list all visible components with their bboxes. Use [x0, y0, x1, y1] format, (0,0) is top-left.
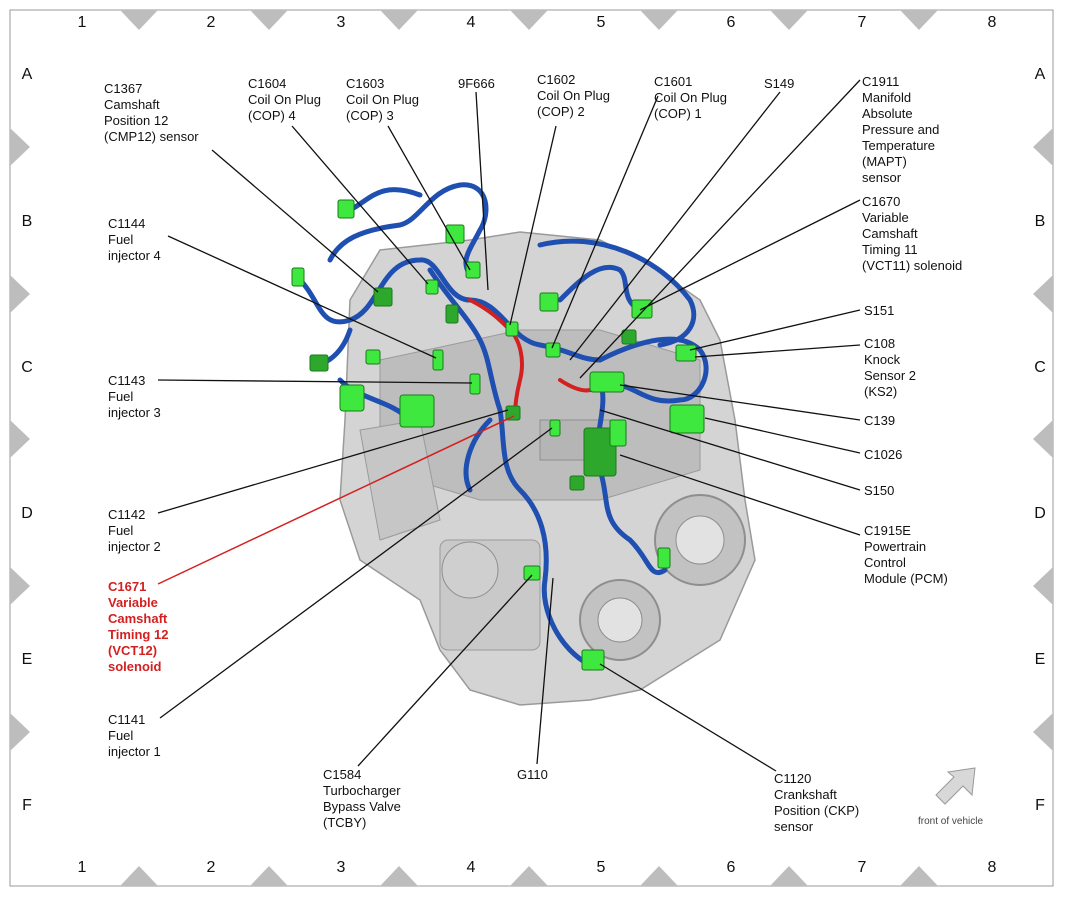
wiring-harness	[297, 182, 709, 668]
grid-row-f-right: F	[1035, 797, 1045, 814]
grid-col-2-top: 2	[206, 14, 216, 31]
left-grid-markers	[10, 128, 30, 751]
label-c139: C139	[864, 413, 896, 428]
grid-row-c-left: C	[21, 359, 33, 376]
grid-col-8-top: 8	[987, 14, 997, 31]
grid-row-c-right: C	[1034, 359, 1046, 376]
label-c1143: C1143 Fuel injector 3	[108, 373, 161, 420]
label-c1602: C1602 Coil On Plug (COP) 2	[537, 72, 610, 119]
grid-col-4-top: 4	[466, 14, 476, 31]
label-g110: G110	[517, 767, 548, 782]
label-c108: C108 Knock Sensor 2 (KS2)	[864, 336, 917, 399]
grid-row-a-left: A	[21, 66, 33, 83]
label-s151: S151	[864, 303, 895, 318]
front-of-vehicle-label: front of vehicle	[918, 816, 984, 827]
label-c1670: C1670 Variable Camshaft Timing 11 (VCT11…	[862, 194, 963, 273]
label-c1142: C1142 Fuel injector 2	[108, 507, 161, 554]
connectors	[291, 199, 705, 671]
label-c1603: C1603 Coil On Plug (COP) 3	[346, 76, 419, 123]
label-c1671: C1671 Variable Camshaft Timing 12 (VCT12…	[108, 579, 169, 674]
top-grid-markers	[120, 10, 938, 30]
label-c1584: C1584 Turbocharger Bypass Valve (TCBY)	[323, 767, 401, 830]
grid-col-3-top: 3	[336, 14, 346, 31]
grid-col-6-bottom: 6	[726, 859, 736, 876]
grid-row-a-right: A	[1034, 66, 1046, 83]
grid-col-7-top: 7	[857, 14, 867, 31]
grid-col-2-bottom: 2	[206, 859, 216, 876]
label-c1911: C1911 Manifold Absolute Pressure and Tem…	[862, 74, 940, 185]
grid-row-f-left: F	[22, 797, 32, 814]
grid-row-b-left: B	[21, 213, 33, 230]
label-c1144: C1144 Fuel injector 4	[108, 216, 161, 263]
label-c1604: C1604 Coil On Plug (COP) 4	[248, 76, 321, 123]
right-grid-markers	[1033, 128, 1053, 751]
label-c1141: C1141 Fuel injector 1	[108, 712, 161, 759]
grid-col-5-bottom: 5	[596, 859, 606, 876]
bottom-grid-markers	[120, 866, 938, 886]
grid-col-4-bottom: 4	[466, 859, 476, 876]
vct12-leader-line	[157, 415, 515, 585]
label-s150: S150	[864, 483, 895, 498]
grid-col-8-bottom: 8	[987, 859, 997, 876]
grid-col-5-top: 5	[596, 14, 606, 31]
leader-lines	[157, 79, 861, 772]
label-c1367: C1367 Camshaft Position 12 (CMP12) senso…	[104, 81, 199, 144]
grid-col-6-top: 6	[726, 14, 736, 31]
grid-col-1-bottom: 1	[77, 859, 87, 876]
grid-col-7-bottom: 7	[857, 859, 867, 876]
grid-row-d-left: D	[21, 505, 33, 522]
grid-row-e-left: E	[21, 651, 33, 668]
grid-row-d-right: D	[1034, 505, 1046, 522]
grid-row-e-right: E	[1034, 651, 1046, 668]
grid-col-3-bottom: 3	[336, 859, 346, 876]
label-c1120: C1120 Crankshaft Position (CKP) sensor	[774, 771, 860, 834]
front-of-vehicle-arrow	[935, 767, 976, 805]
label-c1915e: C1915E Powertrain Control Module (PCM)	[864, 523, 948, 586]
grid-row-b-right: B	[1034, 213, 1046, 230]
label-c1026: C1026	[864, 447, 903, 462]
grid-col-1-top: 1	[77, 14, 87, 31]
label-9f666: 9F666	[458, 76, 495, 91]
label-s149: S149	[764, 76, 795, 91]
label-c1601: C1601 Coil On Plug (COP) 1	[654, 74, 727, 121]
